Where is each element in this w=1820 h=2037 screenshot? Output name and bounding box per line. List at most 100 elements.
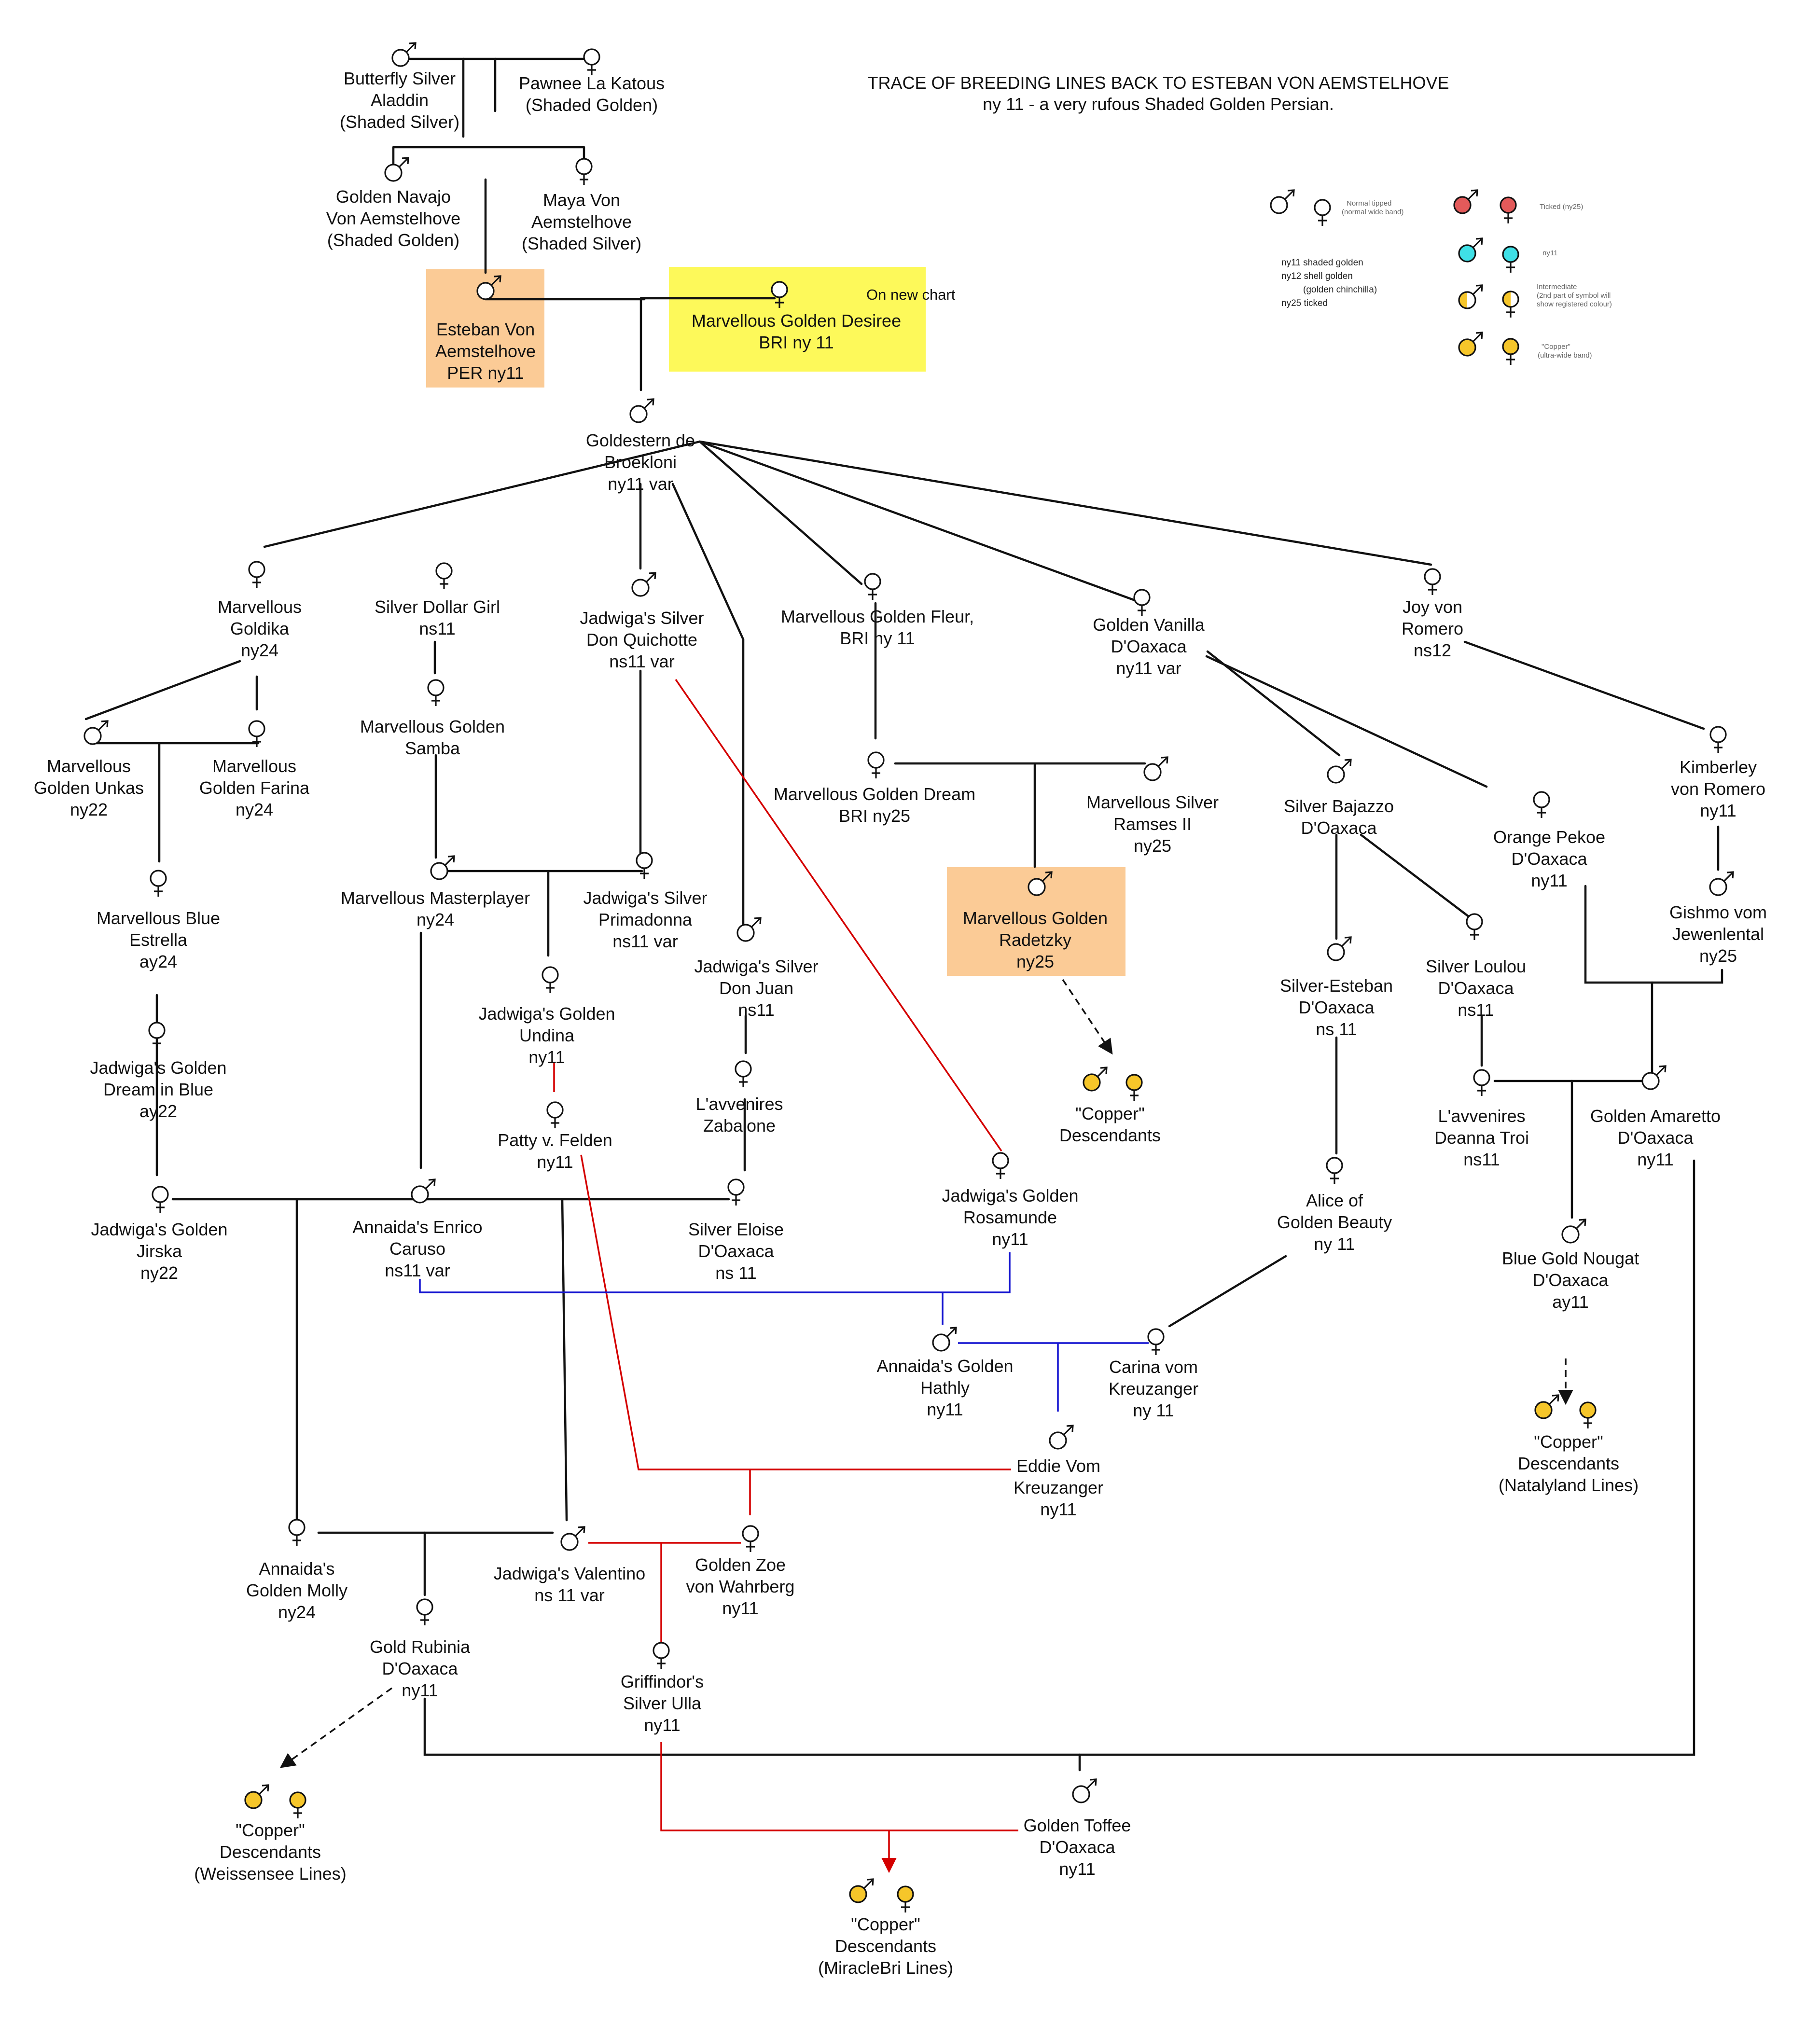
- node-zoe-line: von Wahrberg: [686, 1577, 795, 1596]
- node-silverdollar-line: ns11: [419, 619, 456, 638]
- node-amaretto-male-icon: [1641, 1065, 1667, 1090]
- node-gishmo-line: Gishmo vom: [1669, 902, 1767, 922]
- node-esteban-line: Esteban Von: [436, 319, 535, 339]
- legend-ticked-male-icon: [1453, 189, 1478, 214]
- node-radetzky-line: ny25: [1016, 952, 1055, 971]
- node-copper_weissensee-line: "Copper": [236, 1820, 305, 1840]
- node-copper_natalyland-line: "Copper": [1534, 1432, 1603, 1452]
- node-goldika-line: ny24: [240, 640, 279, 660]
- node-silveresteban-male-icon: [1327, 936, 1352, 961]
- node-pekoe-line: D'Oaxaca: [1511, 849, 1587, 869]
- blue-lineage-lines: [419, 1252, 1149, 1412]
- node-samba-line: Samba: [404, 738, 460, 758]
- node-dream-female-icon: [867, 751, 885, 778]
- node-patty-line: Patty v. Felden: [498, 1130, 612, 1150]
- copper_natalyland-male-icon: [1534, 1394, 1559, 1419]
- node-estrella-line: Marvellous Blue: [96, 908, 221, 928]
- node-hathly-male-icon: [932, 1327, 957, 1352]
- node-rubinia-female-icon: [416, 1598, 433, 1625]
- node-rosamunde-line: ny11: [992, 1229, 1028, 1249]
- node-donjuan-line: Jadwiga's Silver: [694, 956, 819, 976]
- node-hathly-line: ny11: [927, 1400, 963, 1419]
- legend-ny11-male-icon: [1458, 237, 1483, 263]
- legend-intermediate-female-icon-outline: [1502, 291, 1519, 318]
- node-patty-female-icon: [546, 1101, 564, 1128]
- node-jirska-line: ny22: [140, 1263, 179, 1283]
- node-zoe-line: ny11: [722, 1598, 759, 1618]
- node-toffee-line: Golden Toffee: [1023, 1815, 1131, 1835]
- copper_natalyland-female-icon: [1579, 1401, 1597, 1428]
- descendant-arrows: [279, 979, 1573, 1768]
- node-patty-line: ny11: [537, 1152, 573, 1172]
- node-zabaione-female-icon: [735, 1060, 752, 1087]
- node-eloise-line: D'Oaxaca: [698, 1241, 774, 1261]
- legend-ny11-female-icon: [1502, 246, 1519, 273]
- node-goldestern-male-icon: [629, 398, 654, 423]
- node-gishmo-line: ny25: [1699, 946, 1737, 966]
- node-fleur-female-icon: [864, 573, 881, 600]
- node-molly-line: ny24: [278, 1602, 316, 1622]
- node-dreamblue-line: ay22: [139, 1101, 178, 1121]
- node-navajo-line: Von Aemstelhove: [326, 208, 461, 228]
- node-copper_miraclebri-line: "Copper": [851, 1914, 920, 1934]
- legend-copper-female-icon: [1502, 338, 1519, 365]
- node-loulou-female-icon: [1466, 913, 1483, 940]
- node-rosamunde-line: Jadwiga's Golden: [942, 1186, 1079, 1206]
- node-ulla-line: Griffindor's: [620, 1672, 704, 1691]
- node-butterfly-male-icon: [391, 42, 417, 67]
- node-joy-female-icon: [1424, 568, 1441, 595]
- node-desiree-female-icon: [771, 281, 788, 308]
- node-molly-line: Annaida's: [259, 1559, 335, 1579]
- node-zoe-female-icon: [742, 1525, 759, 1552]
- node-ramses-line: ny25: [1133, 836, 1172, 856]
- node-quichotte-male-icon: [631, 572, 656, 597]
- node-copper_natalyland-line: Descendants: [1517, 1454, 1620, 1473]
- node-copper_natalyland: "Copper" Descendants (Natalyland Lines): [1499, 1431, 1639, 1496]
- legend-intermediate-label: Intermediate: [1537, 283, 1577, 291]
- node-farina-line: Golden Farina: [199, 778, 310, 798]
- node-molly-line: Golden Molly: [246, 1580, 348, 1600]
- node-desiree-line: Marvellous Golden Desiree: [691, 311, 902, 331]
- node-caruso-male-icon: [411, 1178, 436, 1204]
- node-pekoe-line: ny11: [1531, 871, 1568, 890]
- legend-code-ny12: ny12 shell golden: [1281, 271, 1353, 281]
- node-loulou-line: ns11: [1458, 1000, 1494, 1020]
- node-caruso-line: Annaida's Enrico: [352, 1217, 483, 1237]
- node-joy-line: Romero: [1401, 619, 1464, 638]
- node-radetzky-male-icon: [1028, 871, 1053, 896]
- node-deanna-line: L'avvenires: [1438, 1106, 1526, 1126]
- node-copper_natalyland-line: (Natalyland Lines): [1498, 1475, 1639, 1495]
- node-zabaione-line: L'avvenires: [695, 1094, 783, 1114]
- node-hathly-line: Annaida's Golden: [876, 1356, 1014, 1376]
- node-maya-line: (Shaded Silver): [521, 234, 642, 253]
- node-masterplayer-line: Marvellous Masterplayer: [340, 888, 530, 908]
- node-ulla-female-icon: [653, 1642, 670, 1669]
- node-primadonna-female-icon: [636, 852, 653, 879]
- node-pawnee-female-icon: [583, 48, 600, 75]
- node-donjuan-line: Don Juan: [719, 978, 794, 998]
- node-fleur-line: Marvellous Golden Fleur,: [780, 607, 974, 626]
- node-copper_miraclebri: "Copper"Descendants(MiracleBri Lines): [818, 1913, 953, 1979]
- node-donjuan-male-icon: [736, 917, 762, 942]
- node-jirska-female-icon: [152, 1186, 169, 1213]
- node-ramses-line: Ramses II: [1113, 814, 1192, 834]
- node-deanna-line: Deanna Troi: [1434, 1128, 1529, 1148]
- copper_radetzky-male-icon: [1083, 1067, 1108, 1092]
